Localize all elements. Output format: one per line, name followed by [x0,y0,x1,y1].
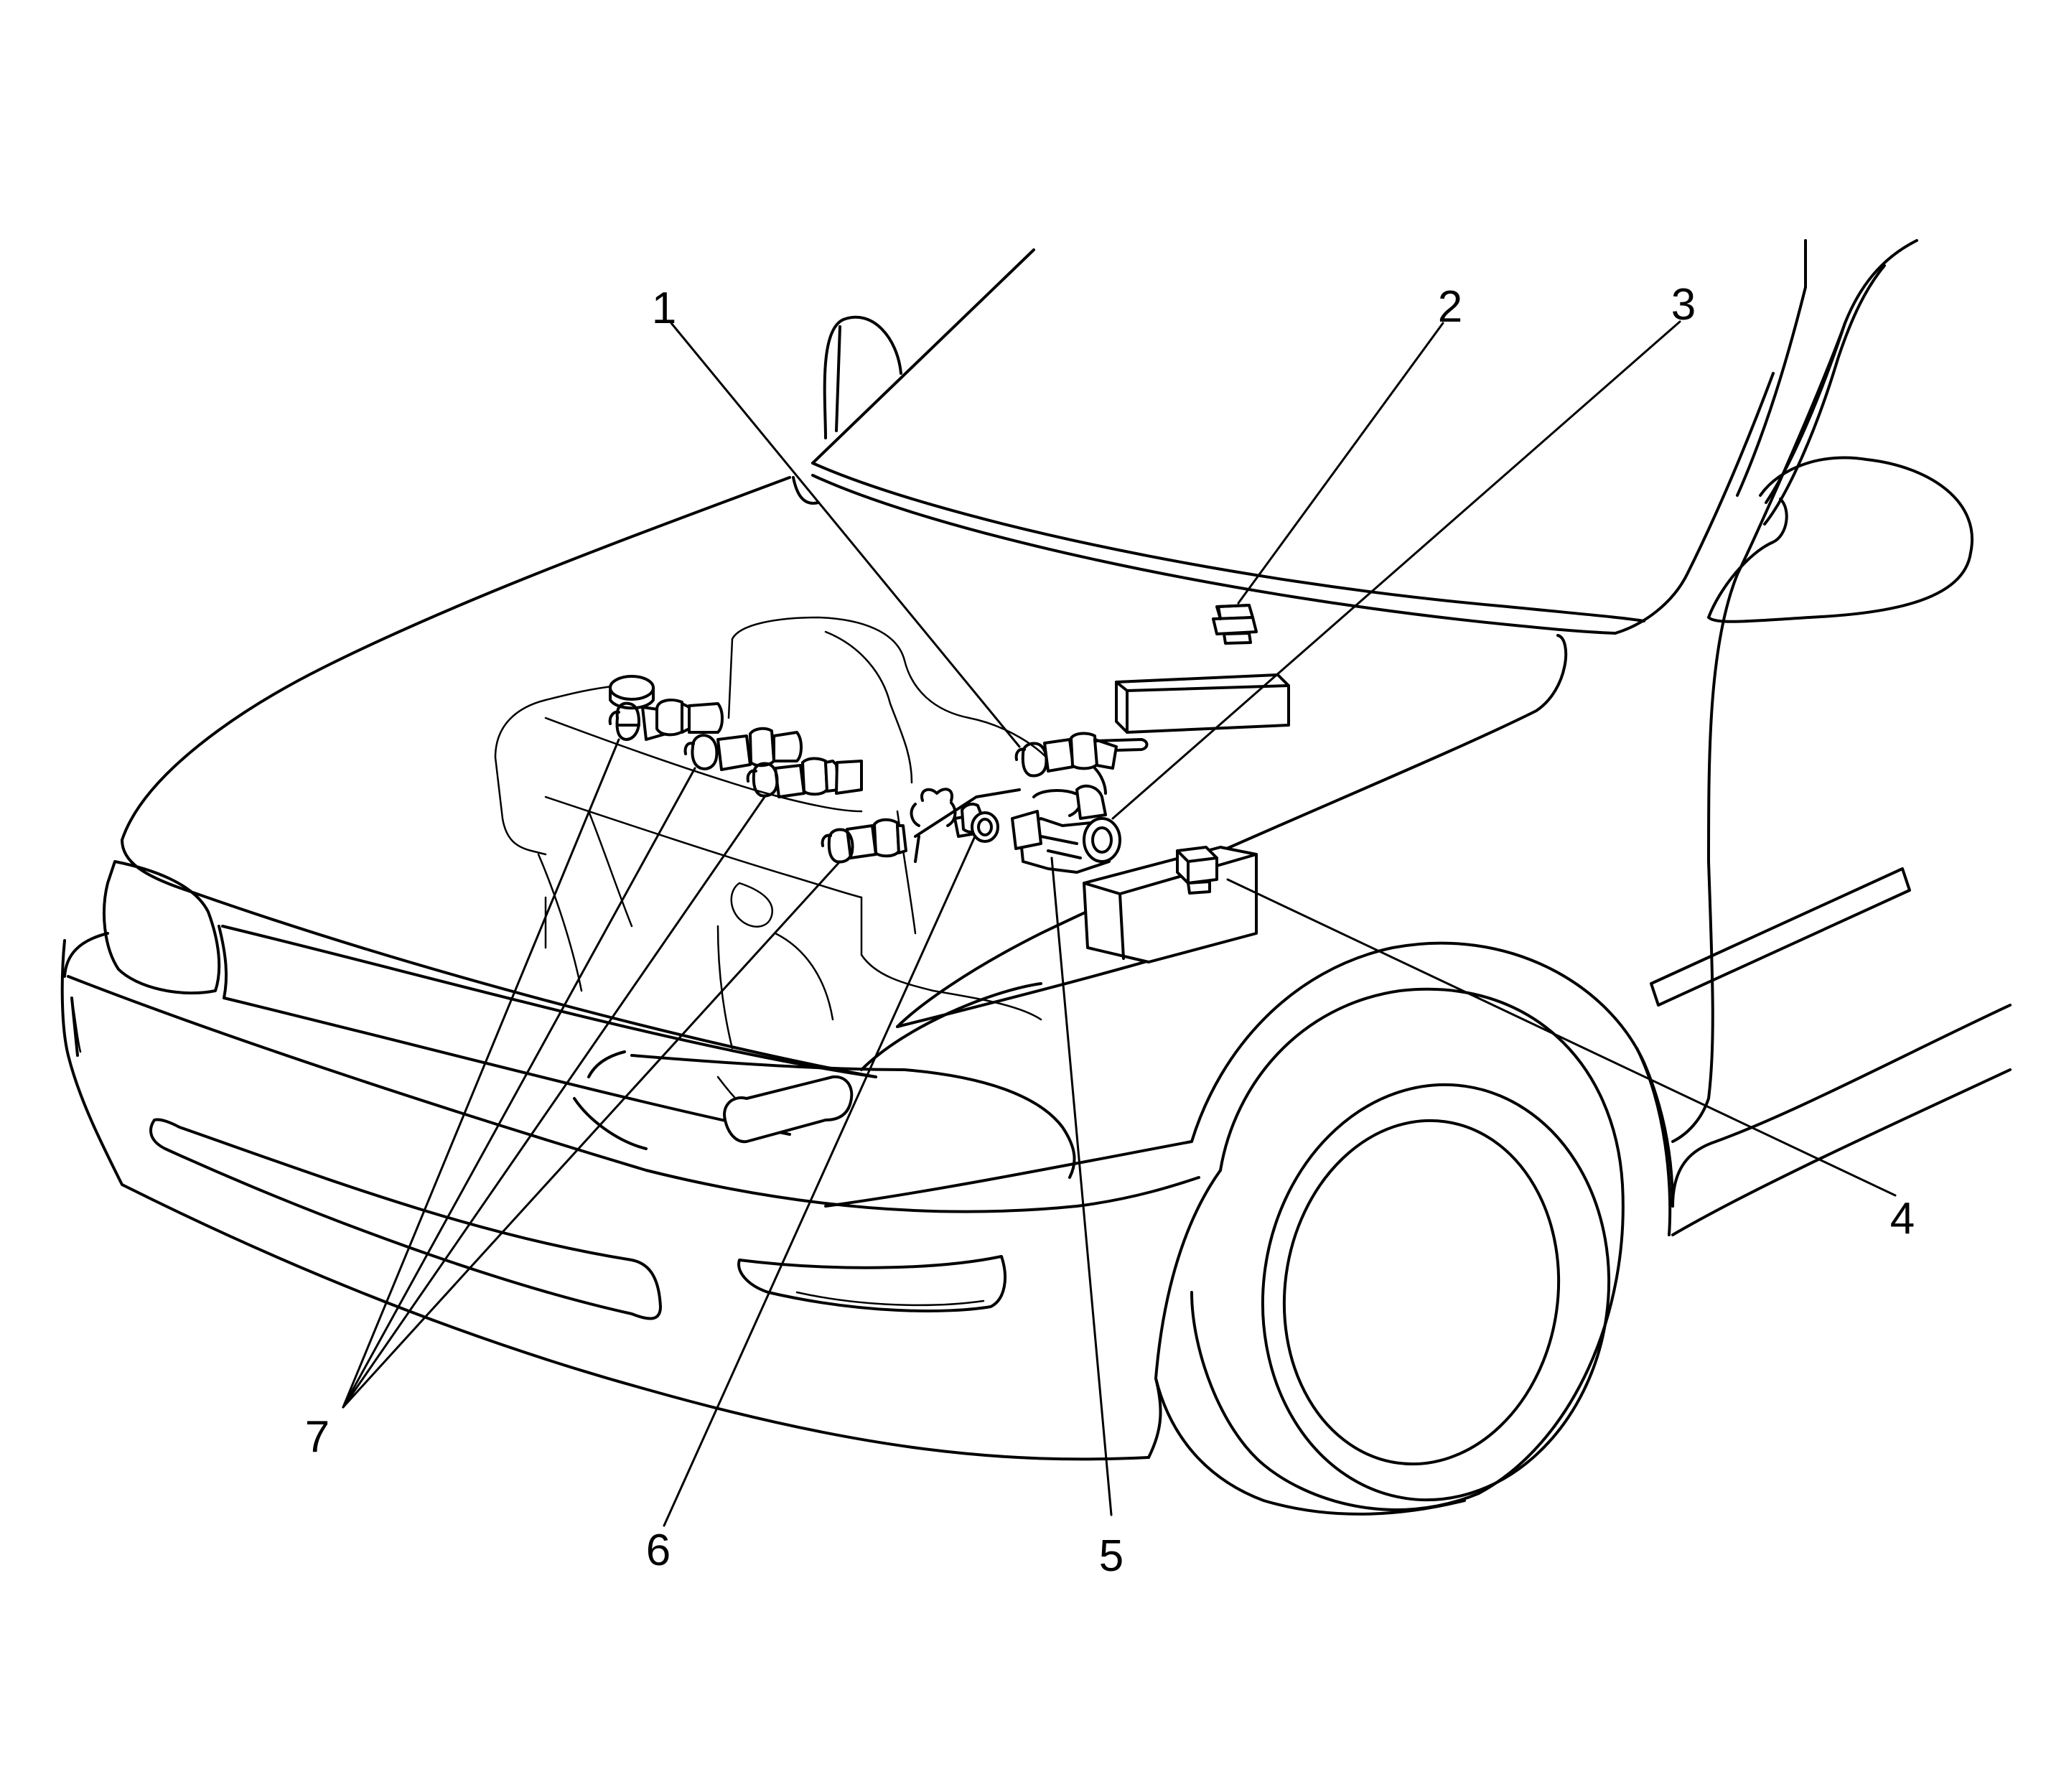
leader-4 [1226,878,1897,1197]
component-3-5-assembly-icon [1011,784,1121,874]
car-body [60,239,2012,1516]
callout-4: 4 [1890,1194,1915,1243]
sensor-7b-icon [683,727,803,771]
callout-labels: 1 2 3 4 5 6 7 [305,280,1915,1581]
leader-3 [1111,320,1681,820]
leader-7c [342,795,766,1409]
leader-7b [342,767,696,1409]
leader-5 [1050,857,1113,1516]
callout-5: 5 [1099,1531,1124,1581]
leader-1 [670,322,1021,748]
leader-lines [342,320,1897,1527]
sensor-7c-icon [746,757,863,798]
callout-6: 6 [646,1526,671,1575]
sensor-7d-icon [821,818,907,864]
sensor-7a-icon [608,699,724,741]
leader-2 [1237,322,1444,605]
callout-7: 7 [305,1412,330,1462]
leader-6 [663,835,976,1527]
component-2-icon [1212,604,1258,645]
component-4-icon [1176,846,1218,895]
component-1-icon [1014,732,1149,795]
leader-7d [342,860,841,1409]
callout-2: 2 [1438,282,1462,332]
callout-1: 1 [652,284,676,333]
leader-7a [342,738,620,1409]
component-sensors-7 [608,699,907,864]
callout-3: 3 [1671,280,1696,330]
component-6-icon [910,788,1021,863]
